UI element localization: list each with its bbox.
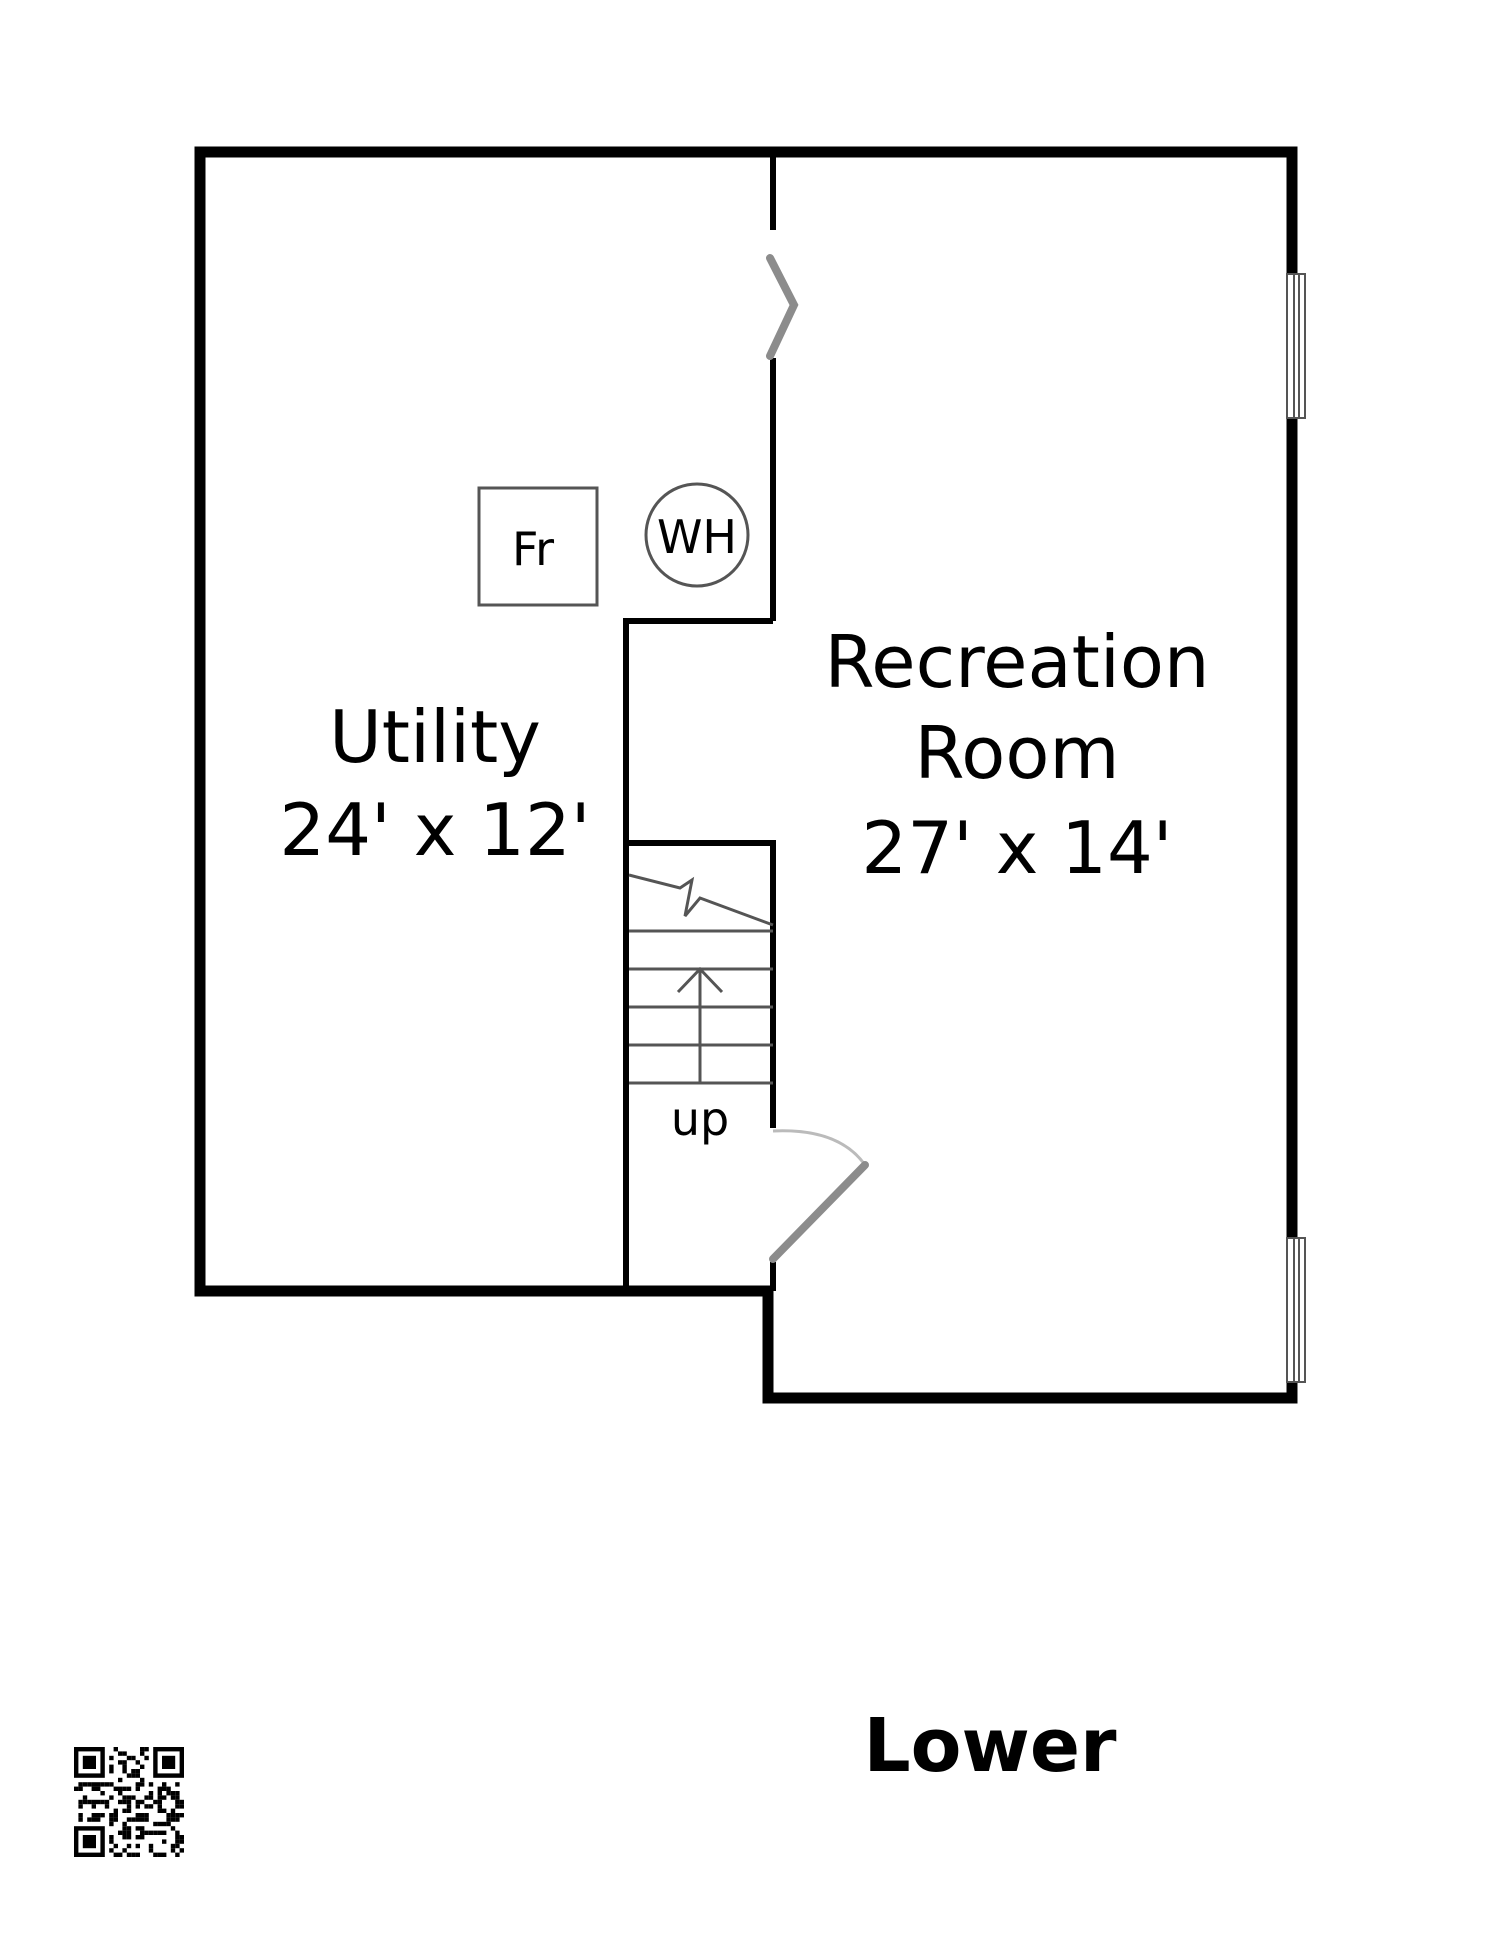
recreation-room-name-line2: Room <box>914 711 1119 795</box>
utility-room-dimensions: 24' x 12' <box>279 788 590 872</box>
stair-door <box>769 1129 869 1263</box>
window-upper <box>1286 273 1306 419</box>
furnace-label: Fr <box>512 522 554 576</box>
interior-walls <box>623 152 776 1291</box>
recreation-room-dimensions: 27' x 14' <box>861 806 1172 890</box>
stairs-up-label: up <box>671 1092 729 1146</box>
qr-code-icon <box>74 1747 184 1857</box>
utility-room-name: Utility <box>329 695 541 779</box>
water-heater-icon <box>644 482 750 588</box>
exterior-walls <box>194 146 1298 1404</box>
furnace-icon <box>477 486 599 607</box>
window-lower <box>1286 1237 1306 1383</box>
recreation-room-name-line1: Recreation <box>824 620 1209 704</box>
bifold-door <box>766 254 799 360</box>
floor-title: Lower <box>863 1703 1117 1789</box>
stairs <box>628 873 774 1085</box>
water-heater-label: WH <box>657 510 737 564</box>
